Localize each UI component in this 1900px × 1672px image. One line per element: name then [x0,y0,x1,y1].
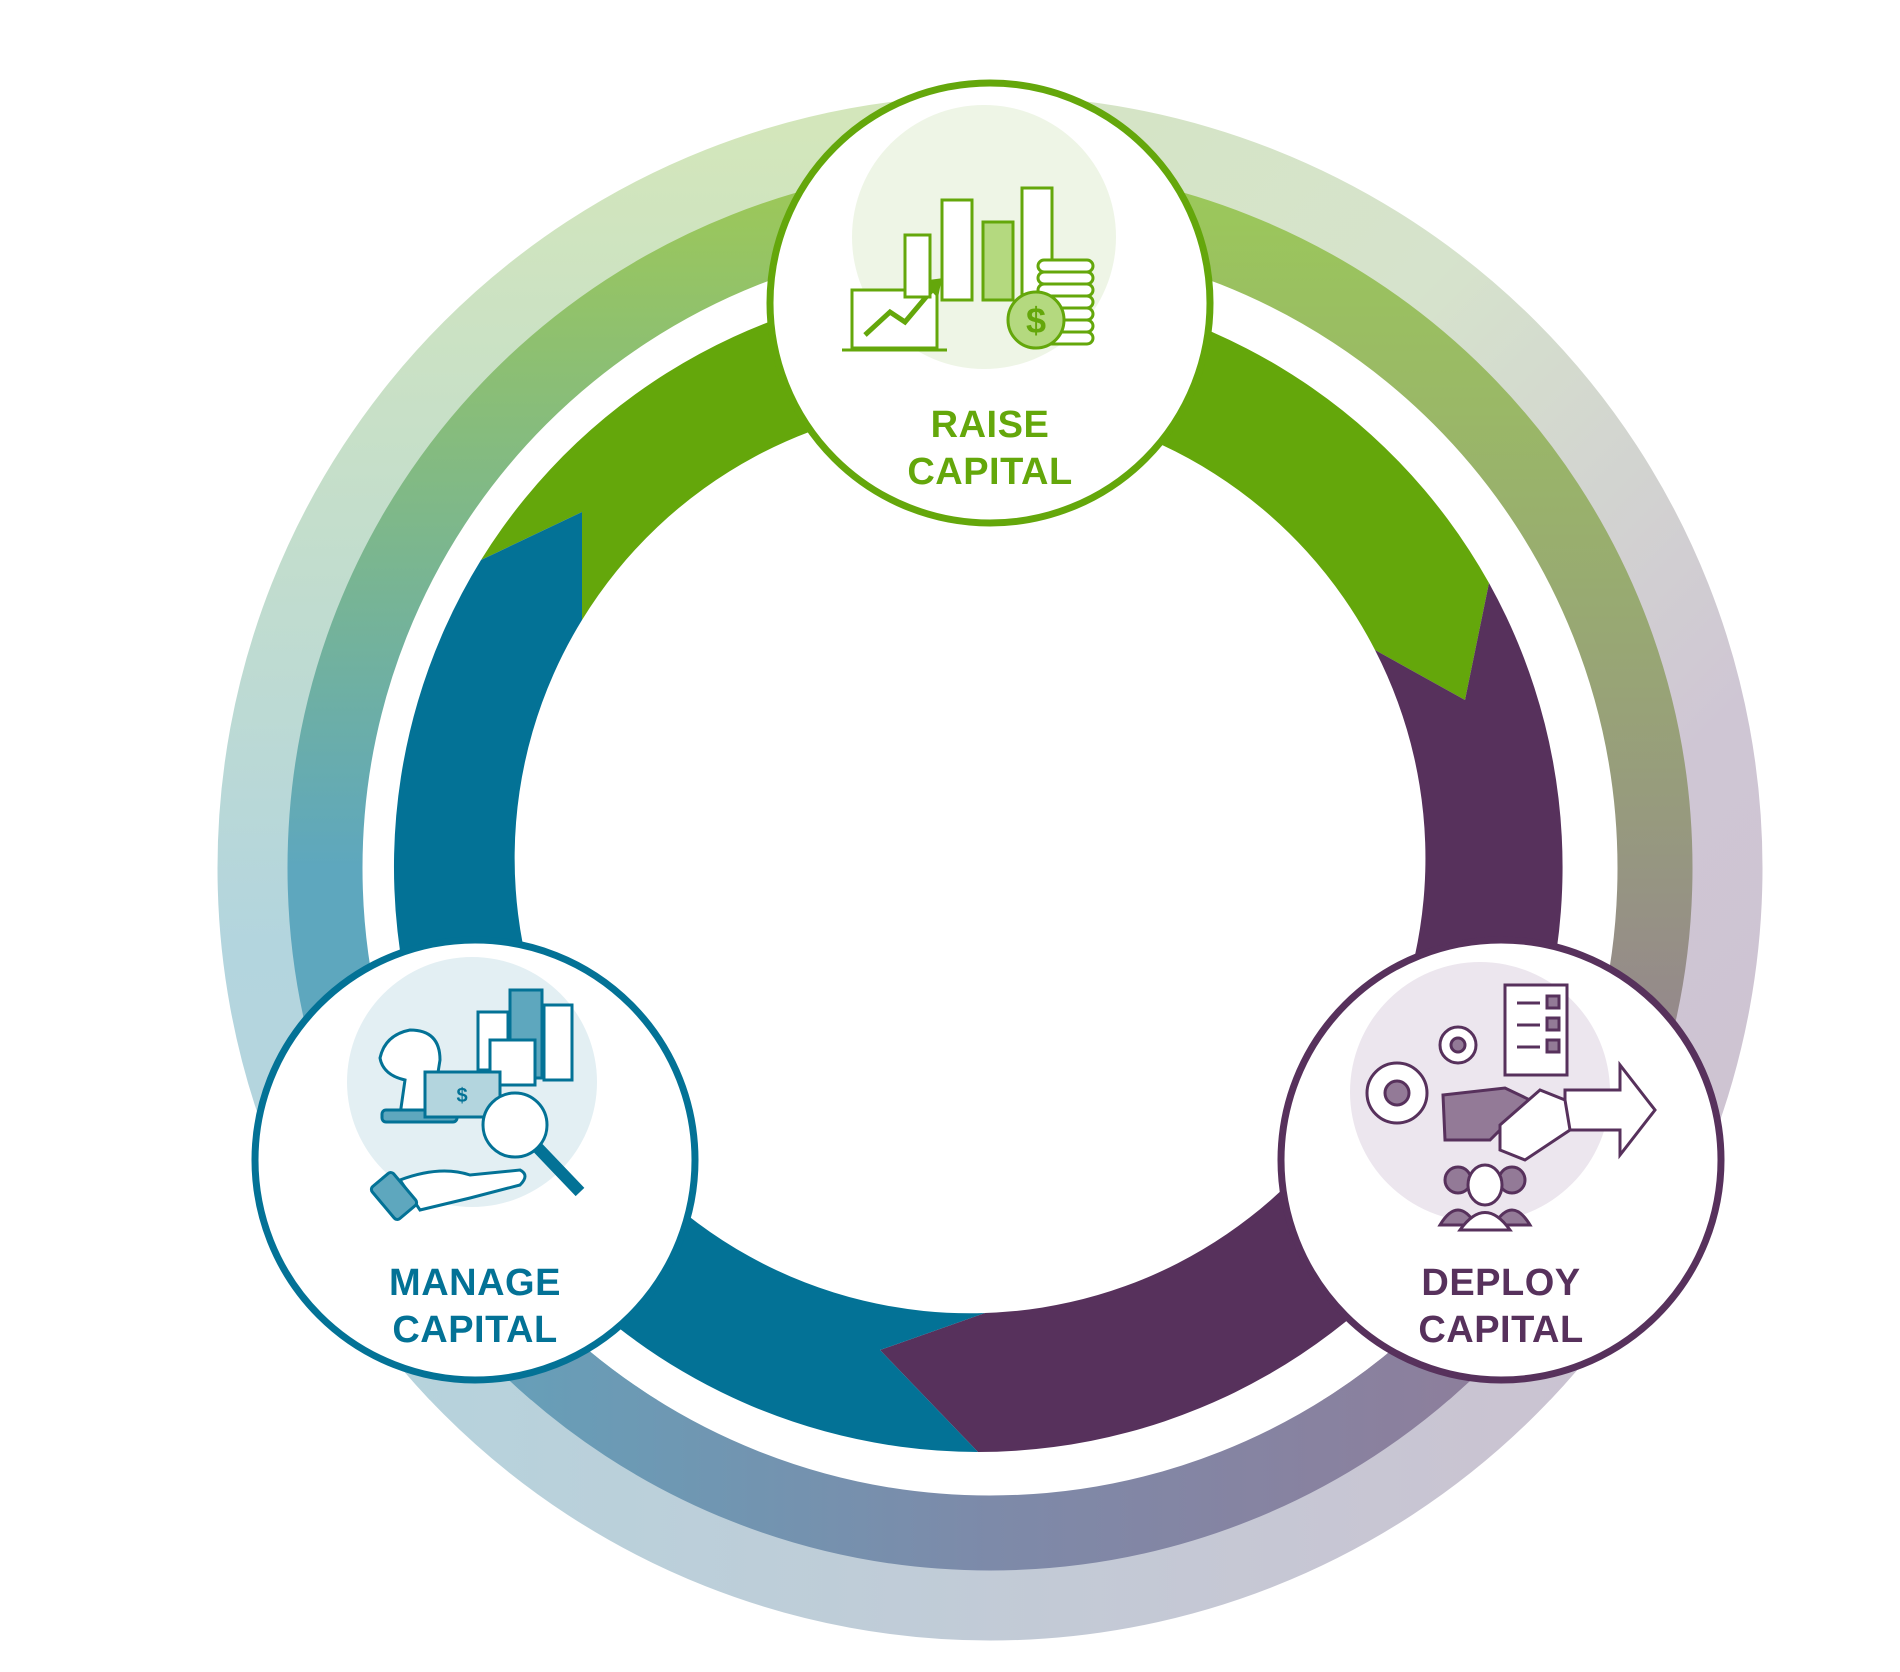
outer-ring [217,95,1763,1641]
deploy-label-line2: CAPITAL [1418,1309,1583,1351]
middle-ring [287,165,1693,1571]
manage-label-line1: MANAGE [389,1262,561,1304]
svg-text:$: $ [456,1085,467,1107]
raise-label-line2: CAPITAL [907,451,1072,493]
handshake-gears-icon [1365,983,1657,1232]
raise-label-line1: RAISE [931,404,1050,446]
growth-chart-coins-icon: $ [842,186,1095,352]
svg-text:$: $ [1026,300,1046,341]
manage-capital-node: $ MANAGE CAPITAL [251,936,699,1384]
raise-arrow-segment [481,283,1489,700]
manage-label-line2: CAPITAL [392,1309,557,1351]
deploy-capital-node: DEPLOY CAPITAL [1277,936,1725,1384]
strategy-money-magnifier-icon: $ [369,988,585,1221]
deploy-label-line1: DEPLOY [1421,1262,1580,1304]
raise-capital-node: $ RAISE CAPITAL [766,79,1214,527]
